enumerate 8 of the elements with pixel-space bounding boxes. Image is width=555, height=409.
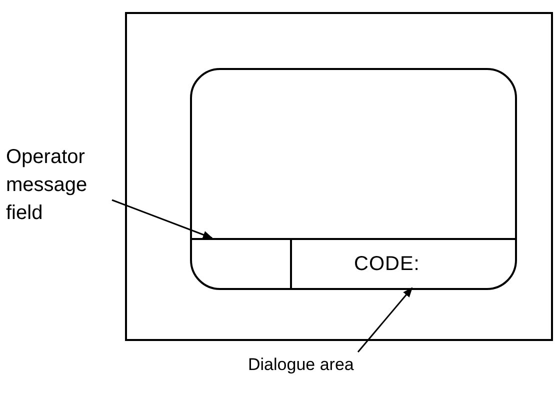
- callout-text: Operator message field: [6, 145, 88, 226]
- outer-frame: [125, 12, 553, 341]
- leader-line: [112, 199, 213, 239]
- leader-line: [357, 287, 413, 352]
- display-screen: [190, 68, 517, 290]
- callout-text: Dialogue area: [248, 354, 355, 376]
- message-field: [190, 238, 292, 288]
- field-label: CODE:: [354, 252, 420, 277]
